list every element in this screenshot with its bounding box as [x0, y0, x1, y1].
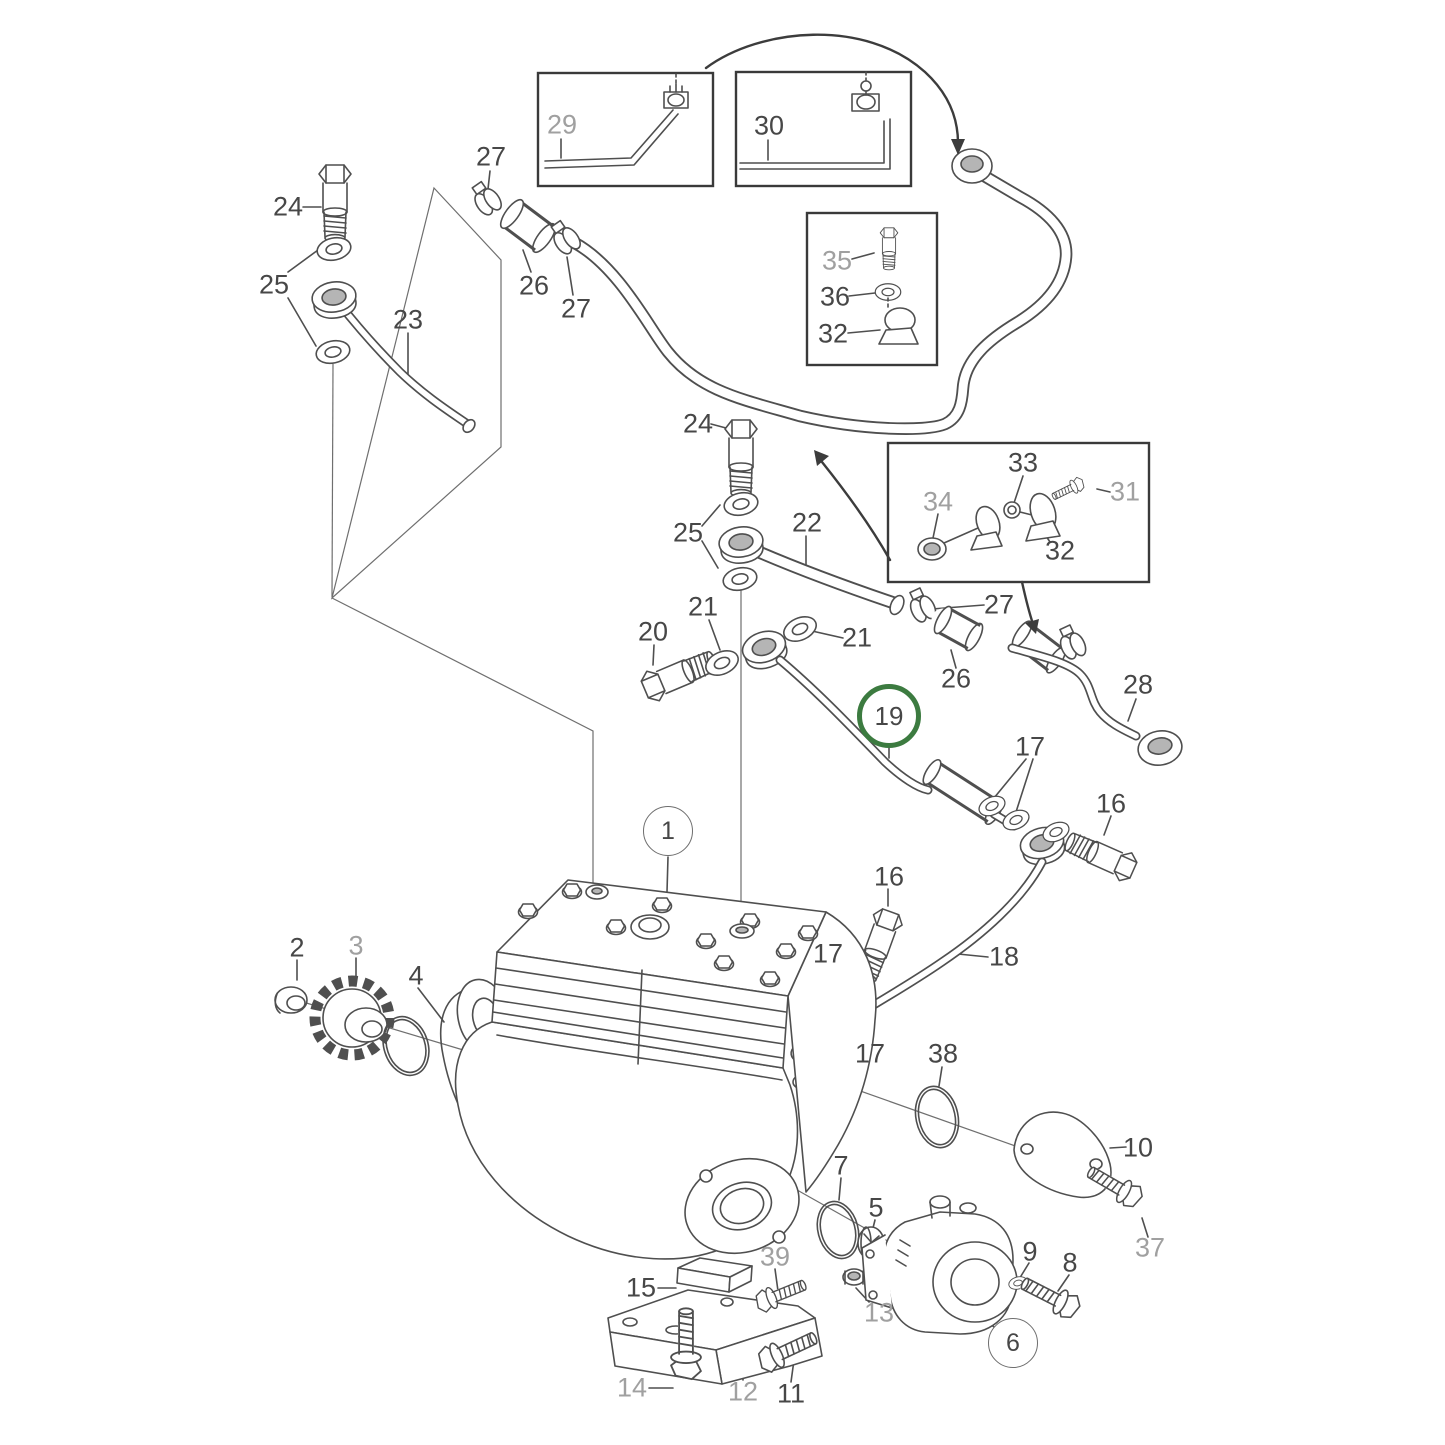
middle-banjo-assembly — [716, 419, 905, 616]
side-cover-group — [914, 1085, 1147, 1212]
unloader-valve-group — [816, 1195, 1085, 1335]
inset-box-33-34-31-32 — [886, 441, 1151, 584]
inset-box-29 — [536, 71, 715, 188]
flow-arrows — [704, 33, 1039, 634]
supply-hose-assembly — [466, 148, 1073, 435]
inset-box-35-36-32 — [805, 211, 939, 367]
mounting-bracket-group — [607, 1257, 866, 1385]
left-banjo-assembly — [309, 164, 476, 434]
oil-pipe-row — [637, 584, 1183, 885]
compressor-body — [439, 879, 877, 1260]
gear-drive-parts — [274, 975, 430, 1077]
inset-box-30 — [734, 70, 913, 188]
